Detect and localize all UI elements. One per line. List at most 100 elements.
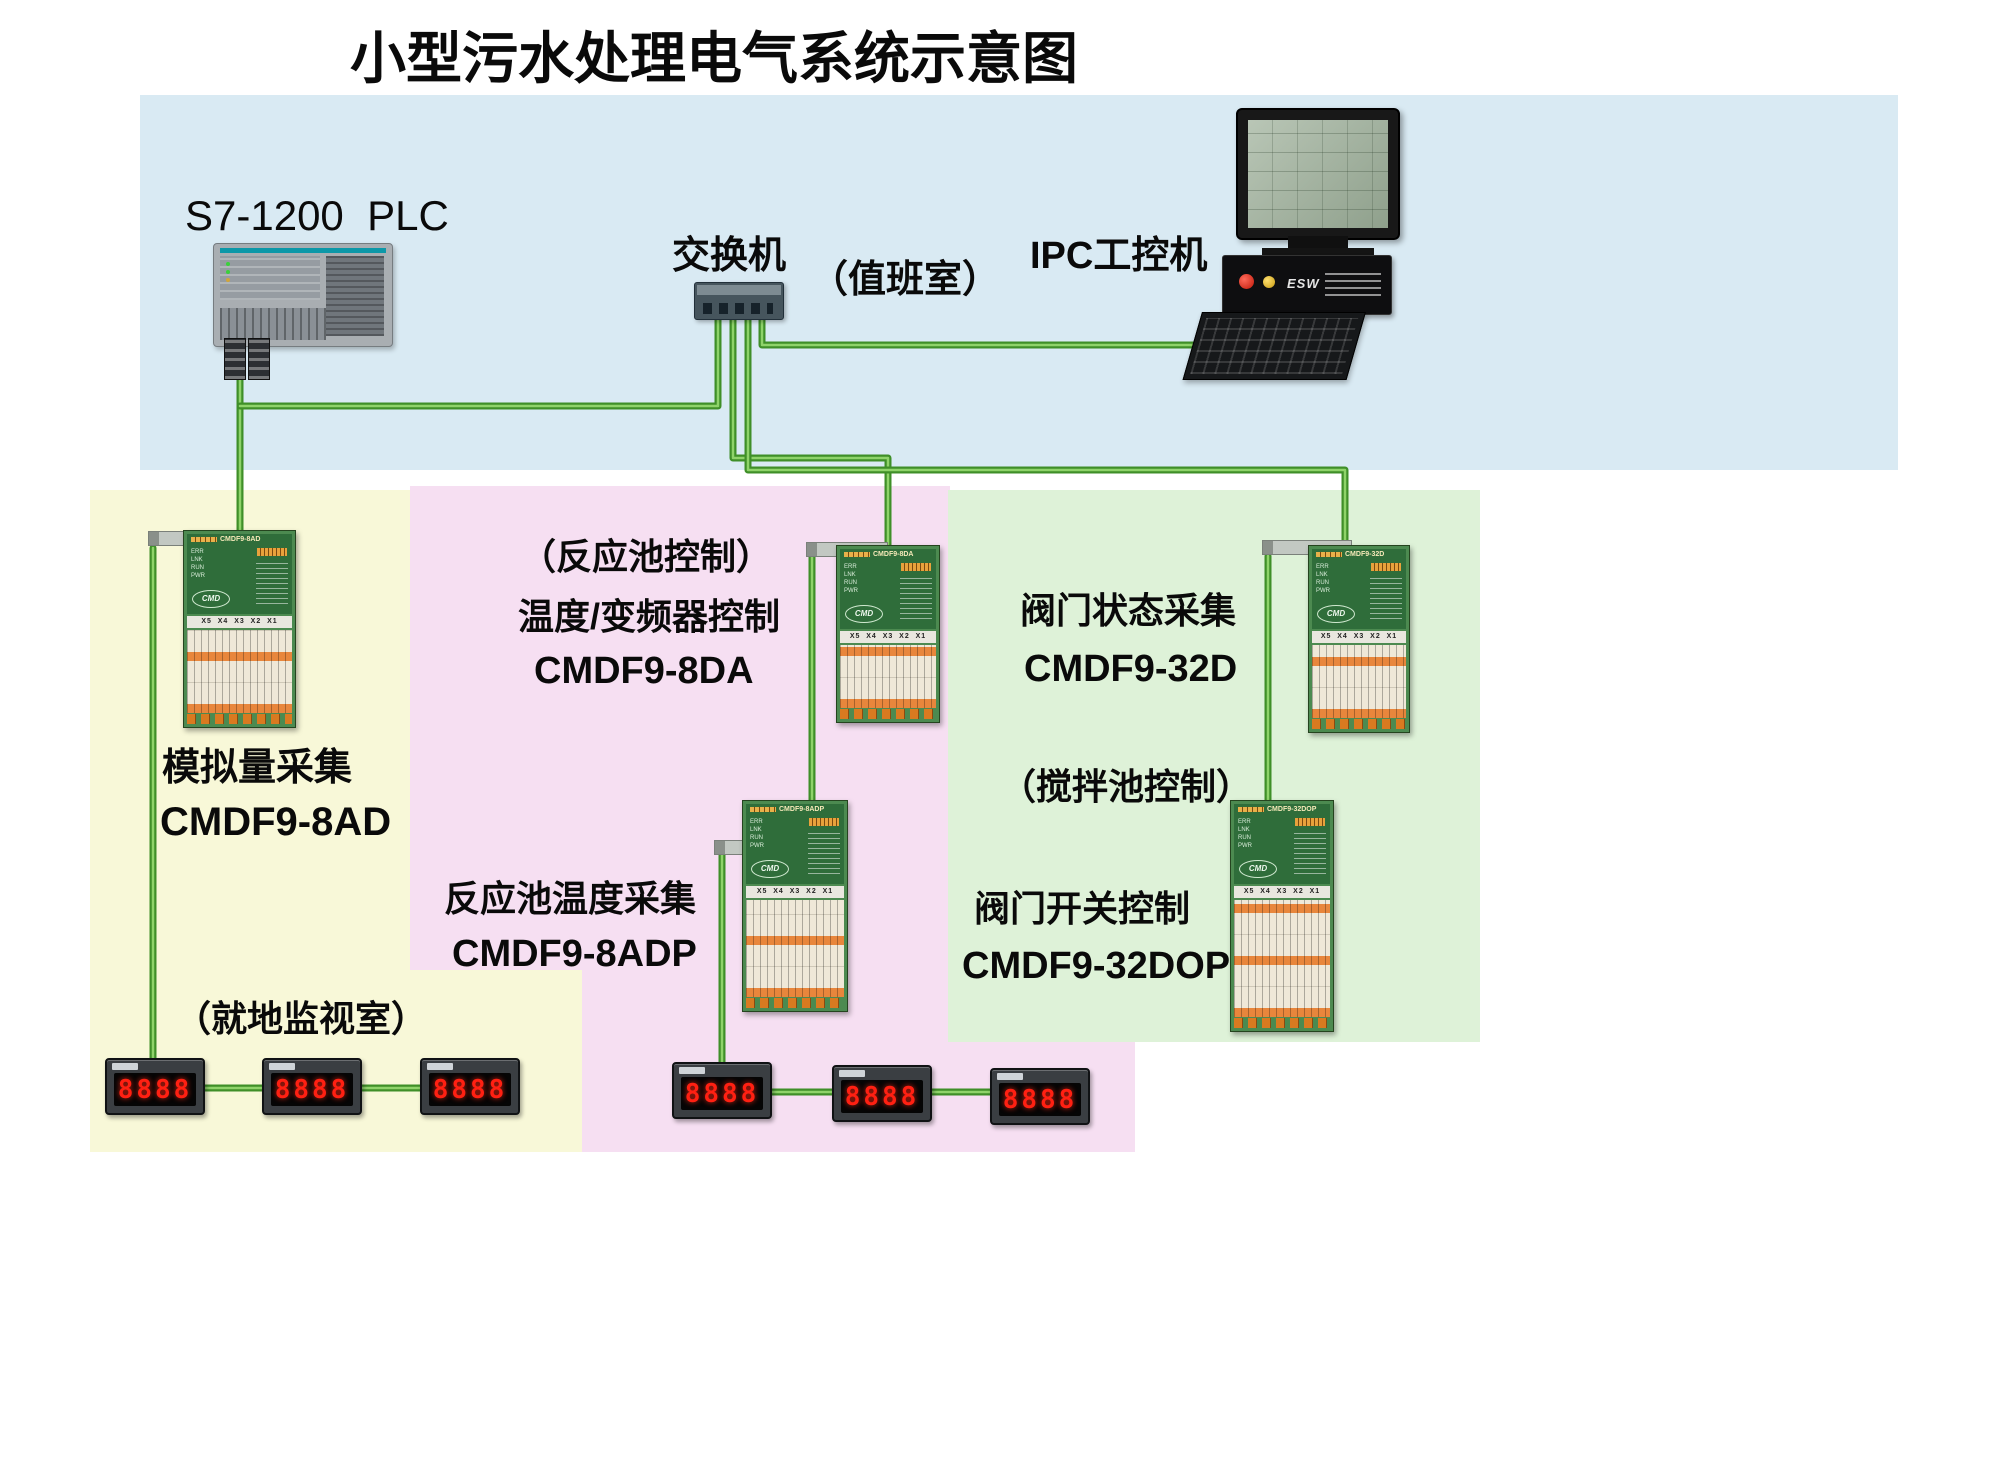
module-header: CMDF9-8DA ERR LNK RUN PWR CMD: [840, 549, 936, 629]
panel-meter: 8888: [105, 1058, 205, 1115]
meter-display: 8888: [841, 1080, 923, 1113]
plc-brand-strip: [220, 248, 386, 253]
module-dip-switch: [901, 563, 931, 571]
cmd-logo: CMD: [1317, 605, 1355, 623]
ipc-monitor-stand: [1288, 236, 1348, 250]
label-mixing-ctrl: （搅拌池控制）: [1000, 766, 1253, 807]
plc-status-leds: [226, 262, 230, 266]
ipc-spec-text: [1325, 270, 1381, 296]
plc-bus-connector-1: [224, 338, 246, 380]
panel-meter: 8888: [832, 1065, 932, 1122]
plc-front-panel: [220, 256, 320, 300]
label-reaction-ctrl-1: （反应池控制）: [520, 536, 773, 577]
module-header: CMDF9-8ADP ERR LNK RUN PWR CMD: [746, 804, 844, 884]
module-terminal-blocks: [746, 900, 844, 997]
module-terminal-labels: X5 X4 X3 X2 X1: [1312, 631, 1406, 643]
cmd-logo: CMD: [845, 605, 883, 623]
module-chip-row: [191, 537, 217, 542]
module-wire-tabs: [1312, 719, 1406, 729]
module-wire-tabs: [1234, 1018, 1330, 1028]
ipc-screen: [1248, 120, 1388, 228]
cmd-logo: CMD: [751, 860, 789, 878]
cmd-logo: CMD: [1239, 860, 1277, 878]
module-chip-row: [1316, 552, 1342, 557]
module-header: CMDF9-8AD ERR LNK RUN PWR CMD: [187, 534, 292, 614]
label-rtemp-2: CMDF9-8ADP: [452, 933, 697, 975]
module-wire-tabs: [746, 998, 844, 1008]
ipc-keyboard: [1182, 312, 1366, 380]
meter-display: 8888: [429, 1073, 511, 1106]
cable-inner: [746, 310, 1347, 552]
meter-brand-chip: [997, 1073, 1023, 1080]
module-chip-row: [1238, 807, 1264, 812]
module-name: CMDF9-8AD: [220, 536, 261, 543]
module-led-labels: ERR LNK RUN PWR: [191, 549, 205, 579]
module-dip-switch: [1371, 563, 1401, 571]
label-rtemp-1: 反应池温度采集: [444, 878, 697, 919]
page-title: 小型污水处理电气系统示意图: [350, 27, 1078, 90]
module-spec-text: [808, 832, 840, 874]
module-led-labels: ERR LNK RUN PWR: [750, 819, 764, 849]
plc-device: [213, 243, 393, 380]
label-valve-switch-1: 阀门开关控制: [974, 888, 1191, 929]
ipc-power-button: [1239, 274, 1254, 289]
module-led-labels: ERR LNK RUN PWR: [1238, 819, 1252, 849]
ipc-chassis: ESW: [1222, 255, 1392, 315]
panel-meter: 8888: [420, 1058, 520, 1115]
module-name: CMDF9-32DOP: [1267, 806, 1317, 813]
meter-brand-chip: [839, 1070, 865, 1077]
module-cmdf9-8ad: CMDF9-8AD ERR LNK RUN PWR CMD X5 X4 X3 X…: [183, 530, 296, 728]
cable-inner: [731, 310, 890, 552]
module-terminal-blocks: [1312, 645, 1406, 718]
module-terminal-labels: X5 X4 X3 X2 X1: [1234, 886, 1330, 898]
meter-brand-chip: [112, 1063, 138, 1070]
panel-meter: 8888: [262, 1058, 362, 1115]
module-cmdf9-8da: CMDF9-8DA ERR LNK RUN PWR CMD X5 X4 X3 X…: [836, 545, 940, 723]
module-cmdf9-32dop: CMDF9-32DOP ERR LNK RUN PWR CMD X5 X4 X3…: [1230, 800, 1334, 1032]
meter-brand-chip: [269, 1063, 295, 1070]
plc-vent-grille: [326, 256, 384, 336]
module-terminal-labels: X5 X4 X3 X2 X1: [840, 631, 936, 643]
module-led-labels: ERR LNK RUN PWR: [844, 564, 858, 594]
module-dip-switch: [809, 818, 839, 826]
switch-ports: [703, 303, 773, 314]
module-name: CMDF9-8ADP: [779, 806, 825, 813]
label-ipc: IPC工控机: [1030, 235, 1208, 277]
ipc-brand-text: ESW: [1287, 276, 1320, 291]
module-dip-switch: [257, 548, 287, 556]
label-analog-2: CMDF9-8AD: [160, 800, 392, 844]
meter-display: 8888: [681, 1077, 763, 1110]
module-spec-text: [1370, 577, 1402, 619]
module-dip-switch: [1295, 818, 1325, 826]
cable-inner: [760, 310, 1237, 347]
label-valve-status-2: CMDF9-32D: [1024, 648, 1238, 690]
meter-display: 8888: [271, 1073, 353, 1106]
plc-terminal-strip: [220, 308, 326, 340]
module-terminal-labels: X5 X4 X3 X2 X1: [187, 616, 292, 628]
module-wire-tabs: [840, 709, 936, 719]
ipc-reset-button: [1263, 276, 1275, 288]
cable-switch-to-32d: [744, 308, 1349, 554]
label-valve-switch-2: CMDF9-32DOP: [962, 945, 1231, 987]
cable-switch-to-8da: [729, 308, 892, 554]
module-cmdf9-32d: CMDF9-32D ERR LNK RUN PWR CMD X5 X4 X3 X…: [1308, 545, 1410, 733]
label-analog-1: 模拟量采集: [162, 747, 353, 789]
module-led-labels: ERR LNK RUN PWR: [1316, 564, 1330, 594]
module-header: CMDF9-32D ERR LNK RUN PWR CMD: [1312, 549, 1406, 629]
cable-switch-to-ipc: [758, 308, 1239, 349]
ipc-monitor-base: [1262, 248, 1374, 256]
ipc-keyboard-keys: [1190, 318, 1359, 374]
module-spec-text: [256, 562, 288, 604]
plc-bus-connector-2: [248, 338, 270, 380]
meter-brand-chip: [679, 1067, 705, 1074]
panel-meter: 8888: [990, 1068, 1090, 1125]
cable-outer: [758, 308, 1239, 349]
module-cmdf9-8adp: CMDF9-8ADP ERR LNK RUN PWR CMD X5 X4 X3 …: [742, 800, 848, 1012]
label-local-room: （就地监视室）: [175, 998, 428, 1039]
module-terminal-blocks: [187, 630, 292, 713]
meter-display: 8888: [999, 1083, 1081, 1116]
module-terminal-blocks: [1234, 900, 1330, 1017]
cable-inner: [238, 310, 720, 408]
